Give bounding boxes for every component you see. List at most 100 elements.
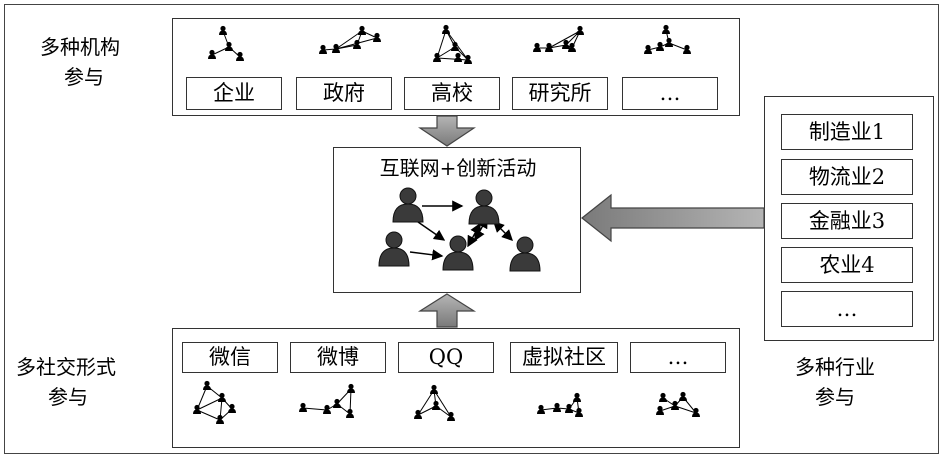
mini-person-icon <box>228 403 236 413</box>
mini-person-icon <box>656 41 664 51</box>
mini-network-icon <box>644 24 691 54</box>
mini-person-icon <box>451 41 459 51</box>
social-more: … <box>630 342 726 373</box>
mini-network-icon <box>433 24 472 64</box>
industry-agriculture: 农业4 <box>781 247 913 283</box>
industries-title-line1: 多种行业 <box>795 355 875 379</box>
person-icon <box>378 231 410 267</box>
social-qq: QQ <box>398 342 494 373</box>
mini-person-icon <box>432 400 440 410</box>
institution-university: 高校 <box>404 77 500 110</box>
mini-person-icon <box>430 384 438 394</box>
mini-network-edge <box>436 57 469 61</box>
mini-person-icon <box>562 39 570 49</box>
mini-person-icon <box>545 42 553 52</box>
mini-network-icon <box>537 392 583 417</box>
mini-person-icon <box>353 39 361 49</box>
mini-person-icon <box>454 52 462 62</box>
mini-network-icon <box>319 25 381 54</box>
mini-person-icon <box>575 407 583 417</box>
institutions-title: 多种机构 参与 <box>40 32 120 92</box>
mini-person-icon <box>644 44 652 54</box>
mini-network-icon <box>193 380 236 424</box>
mini-network-edge <box>417 389 435 416</box>
center-title: 互联网+创新活动 <box>379 156 537 180</box>
mini-network-edge <box>302 407 328 411</box>
mini-person-icon <box>692 407 700 417</box>
mini-person-icon <box>659 392 667 402</box>
mini-person-icon <box>218 392 226 402</box>
mini-person-icon <box>433 52 441 62</box>
link-arrow <box>409 249 444 261</box>
mini-person-icon <box>346 408 354 418</box>
social-wechat: 微信 <box>182 342 278 373</box>
institution-more: … <box>622 77 718 110</box>
person-icon <box>468 189 500 225</box>
mini-person-icon <box>665 37 673 47</box>
up-arrow <box>417 293 477 328</box>
industries-title-line2: 参与 <box>815 385 855 409</box>
social-weibo: 微博 <box>290 342 386 373</box>
mini-network-edge <box>548 30 581 49</box>
institution-government: 政府 <box>296 77 392 110</box>
mini-network-edge <box>196 397 223 411</box>
institution-research-institute: 研究所 <box>512 77 608 110</box>
down-arrow <box>418 115 476 147</box>
industries-title: 多种行业 参与 <box>795 352 875 412</box>
social-title-line1: 多社交形式 <box>16 355 116 379</box>
mini-person-icon <box>299 402 307 412</box>
mini-person-icon <box>358 25 366 35</box>
institutions-title-line2: 参与 <box>64 65 104 89</box>
mini-person-icon <box>537 404 545 414</box>
mini-network-icon <box>656 391 700 417</box>
mini-network-edge <box>433 389 452 418</box>
social-title: 多社交形式 参与 <box>16 352 116 412</box>
mini-person-icon <box>216 414 224 424</box>
person-icon <box>442 235 474 271</box>
person-icon <box>509 236 541 272</box>
mini-person-icon <box>662 24 670 34</box>
link-arrow <box>493 221 513 241</box>
mini-person-icon <box>225 41 233 51</box>
mini-person-icon <box>565 403 573 413</box>
mini-person-icon <box>464 54 472 64</box>
mini-person-icon <box>671 400 679 410</box>
institution-enterprise: 企业 <box>186 77 282 110</box>
mini-person-icon <box>442 24 450 34</box>
person-icon <box>392 187 424 223</box>
mini-person-icon <box>553 402 561 412</box>
industry-manufacturing: 制造业1 <box>781 114 913 150</box>
link-arrow <box>417 221 446 241</box>
mini-person-icon <box>573 392 581 402</box>
mini-person-icon <box>679 391 687 401</box>
mini-network-icon <box>414 384 455 421</box>
mini-network-icon <box>299 383 355 418</box>
mini-person-icon <box>533 42 541 52</box>
mini-person-icon <box>347 383 355 393</box>
institutions-title-line1: 多种机构 <box>40 35 120 59</box>
mini-person-icon <box>219 25 227 35</box>
mini-person-icon <box>332 43 340 53</box>
mini-network-edge <box>674 405 697 414</box>
industry-logistics: 物流业2 <box>781 159 913 195</box>
mini-person-icon <box>236 51 244 61</box>
mini-network-edge <box>436 29 447 59</box>
social-title-line2: 参与 <box>48 385 88 409</box>
mini-person-icon <box>568 42 576 52</box>
social-virtual-community: 虚拟社区 <box>510 342 618 373</box>
mini-person-icon <box>193 404 201 414</box>
mini-network-edge <box>196 409 221 421</box>
outer-frame <box>4 4 939 454</box>
mini-person-icon <box>683 44 691 54</box>
mini-person-icon <box>323 404 331 414</box>
mini-person-icon <box>576 25 584 35</box>
mini-person-icon <box>333 398 341 408</box>
mini-person-icon <box>373 32 381 42</box>
mini-person-icon <box>203 380 211 390</box>
mini-network-icon <box>533 25 584 52</box>
mini-person-icon <box>208 49 216 59</box>
left-arrow <box>581 193 765 243</box>
